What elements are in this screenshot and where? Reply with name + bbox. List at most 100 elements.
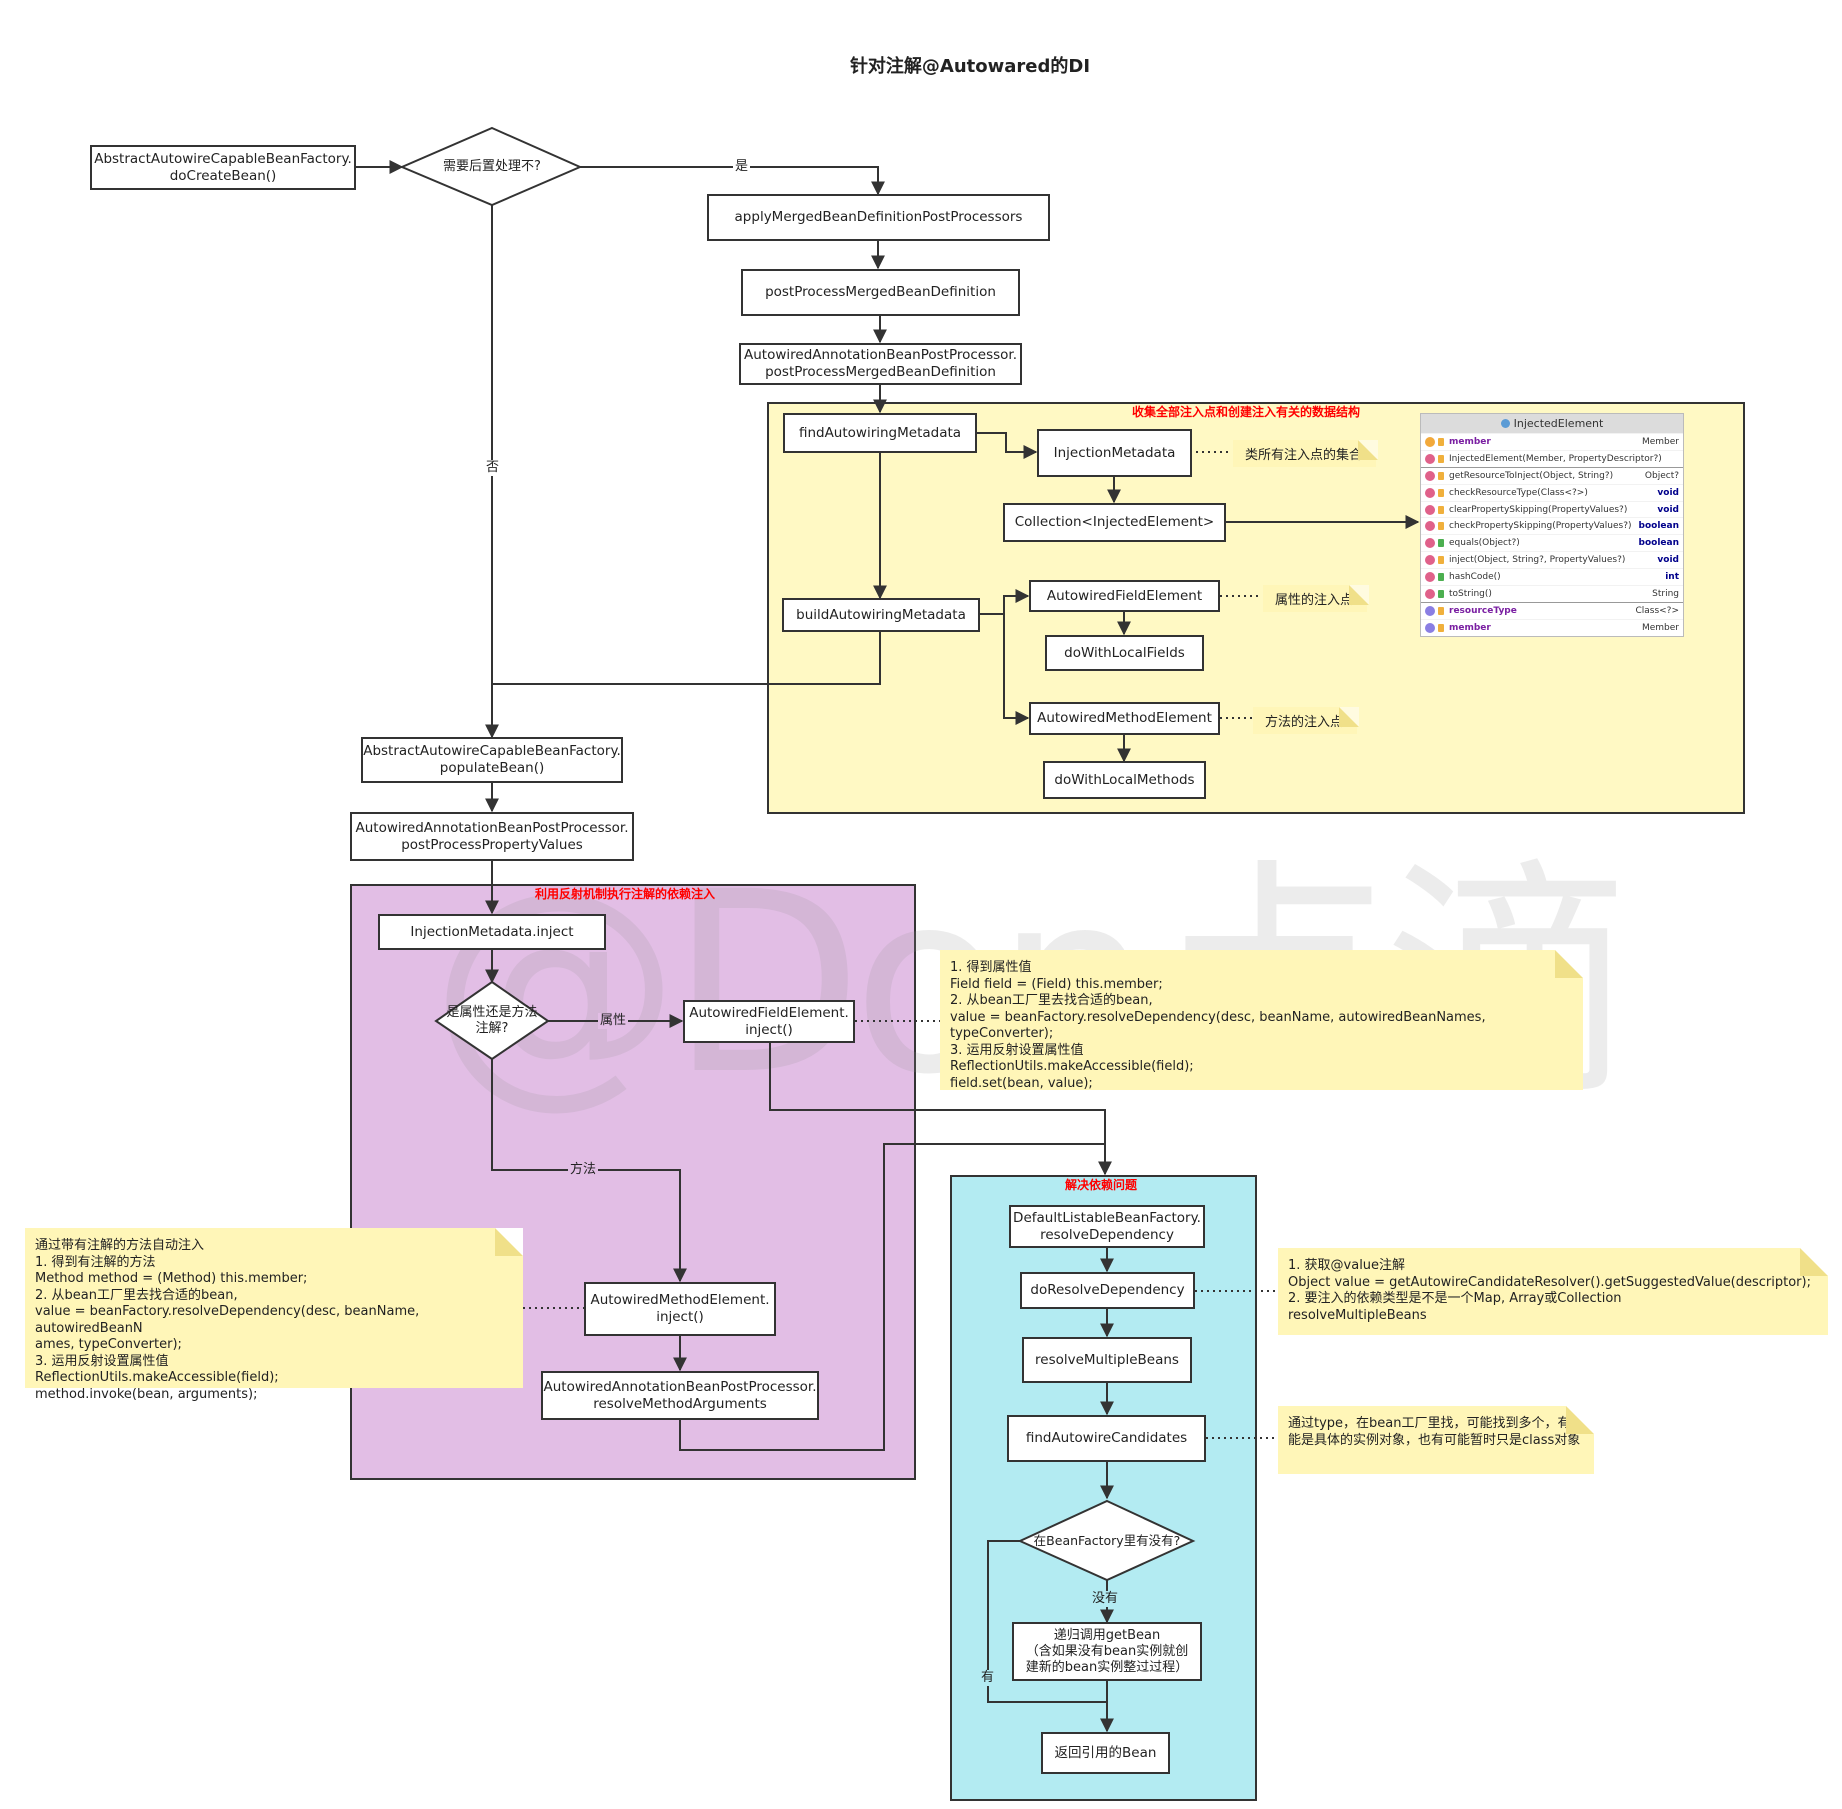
node-aabpp-property: AutowiredAnnotationBeanPostProcessor. po… <box>350 812 634 861</box>
node-collection: Collection<InjectedElement> <box>1003 503 1226 542</box>
class-member-name: member <box>1449 622 1491 633</box>
class-member-name: getResourceToInject(Object, String?) <box>1449 470 1614 481</box>
class-member-type: String <box>1652 588 1679 599</box>
class-panel-row: inject(Object, String?, PropertyValues?)… <box>1421 551 1683 568</box>
method-icon <box>1425 572 1435 583</box>
edge-find-to-metadata <box>977 432 1038 459</box>
class-panel-row: checkResourceType(Class<?>)void <box>1421 483 1683 501</box>
edge-args-to-resolve <box>679 1143 1105 1451</box>
decision-need-post: 需要后置处理不? <box>443 159 541 174</box>
property-icon <box>1425 622 1435 633</box>
visibility-icon <box>1438 589 1444 598</box>
visibility-icon <box>1438 437 1444 446</box>
class-member-type: void <box>1657 487 1679 498</box>
class-panel-row: InjectedElement(Member, PropertyDescript… <box>1421 449 1683 467</box>
node-injection-metadata: InjectionMetadata <box>1037 429 1192 477</box>
edge-build-to-populate <box>492 630 881 685</box>
decision-in-factory: 在BeanFactory里有没有? <box>1033 1533 1181 1548</box>
class-panel-row: equals(Object?) boolean <box>1421 534 1683 551</box>
node-inject: InjectionMetadata.inject <box>378 914 606 950</box>
node-method-inject: AutowiredMethodElement. inject() <box>584 1282 776 1336</box>
node-build-autowiring: buildAutowiringMetadata <box>782 598 980 632</box>
class-member-type: Member <box>1641 622 1679 633</box>
class-member-type: boolean <box>1638 521 1679 532</box>
visibility-icon <box>1438 573 1444 582</box>
note-do-resolve: 1. 获取@value注解 Object value = getAutowire… <box>1278 1248 1828 1335</box>
node-resolve-args: AutowiredAnnotationBeanPostProcessor. re… <box>541 1371 819 1420</box>
visibility-icon <box>1438 505 1444 514</box>
method-icon <box>1425 521 1435 532</box>
class-panel-row: hashCode()int <box>1421 568 1683 585</box>
node-resolve-dependency: DefaultListableBeanFactory. resolveDepen… <box>1009 1205 1205 1248</box>
class-member-name: toString() <box>1449 588 1492 599</box>
decision-in-factory-shape <box>1017 1499 1196 1582</box>
note-field-point: 属性的注入点 <box>1263 585 1370 612</box>
note-method-point: 方法的注入点 <box>1253 707 1360 734</box>
class-panel-row: clearPropertySkipping(PropertyValues?) vo… <box>1421 500 1683 518</box>
class-member-type: Class<?> <box>1635 605 1679 616</box>
node-autowired-field: AutowiredFieldElement <box>1029 580 1220 612</box>
class-member-type: void <box>1657 504 1679 515</box>
edge-label-no: 否 <box>484 460 502 476</box>
method-icon <box>1425 555 1435 566</box>
method-icon <box>1425 588 1435 599</box>
class-member-name: equals(Object?) <box>1449 538 1520 549</box>
node-do-create-bean: AbstractAutowireCapableBeanFactory. doCr… <box>90 145 356 190</box>
node-aabpp-merged: AutowiredAnnotationBeanPostProcessor. po… <box>739 343 1022 385</box>
node-post-process-merged: postProcessMergedBeanDefinition <box>741 269 1020 316</box>
node-autowired-method: AutowiredMethodElement <box>1029 702 1220 735</box>
edge-label-field: 属性 <box>598 1013 629 1029</box>
note-find-candidates: 通过type，在bean工厂里找，可能找到多个，有可 能是具体的实例对象，也有可… <box>1278 1406 1594 1474</box>
visibility-icon <box>1438 556 1444 565</box>
group-collect-title: 收集全部注入点和创建注入有关的数据结构 <box>1132 405 1361 419</box>
node-apply-merged: applyMergedBeanDefinitionPostProcessors <box>707 194 1050 241</box>
edge-fieldinject-to-resolve <box>769 1043 1112 1176</box>
edge-build-to-field <box>980 589 1030 615</box>
node-do-resolve: doResolveDependency <box>1020 1272 1195 1309</box>
class-member-type: boolean <box>1638 538 1679 549</box>
edge-label-not-have: 没有 <box>1090 1591 1121 1607</box>
class-member-type: int <box>1665 572 1679 583</box>
note-injection-metadata: 类所有注入点的集合 <box>1233 440 1379 467</box>
class-member-type: void <box>1657 555 1679 566</box>
class-member-name: member <box>1449 436 1491 447</box>
class-panel-title: InjectedElement <box>1421 414 1683 433</box>
visibility-icon <box>1438 539 1444 548</box>
class-panel-title-text: InjectedElement <box>1513 417 1604 430</box>
decision-field-or-method: 是属性还是方法 注解? <box>446 1005 538 1036</box>
class-panel-row: member Member <box>1421 618 1683 636</box>
visibility-icon <box>1438 488 1444 497</box>
visibility-icon <box>1438 623 1444 632</box>
method-icon <box>1425 453 1435 464</box>
method-icon <box>1425 470 1435 481</box>
visibility-icon <box>1438 471 1444 480</box>
node-field-inject: AutowiredFieldElement. inject() <box>683 1000 855 1043</box>
decision-field-or-method-shape <box>434 980 550 1061</box>
class-member-name: clearPropertySkipping(PropertyValues?) <box>1449 504 1628 515</box>
group-reflect-title: 利用反射机制执行注解的依赖注入 <box>535 887 716 901</box>
node-return-bean: 返回引用的Bean <box>1041 1732 1170 1774</box>
class-member-name: inject(Object, String?, PropertyValues?) <box>1449 555 1626 566</box>
visibility-icon <box>1438 606 1444 615</box>
edge-decision-yes <box>580 166 885 196</box>
edge-label-method: 方法 <box>568 1162 599 1178</box>
method-icon <box>1425 487 1435 498</box>
node-find-autowiring: findAutowiringMetadata <box>783 413 977 453</box>
class-panel-row: toString() String <box>1421 585 1683 602</box>
edge-decision-have <box>987 1540 1107 1703</box>
edge-label-yes: 是 <box>733 159 751 175</box>
note-field-inject: 1. 得到属性值 Field field = (Field) this.memb… <box>940 950 1583 1091</box>
diagram-title: 针对注解@Autowared的DI <box>849 56 1091 77</box>
method-icon <box>1425 538 1435 549</box>
node-resolve-multiple: resolveMultipleBeans <box>1022 1337 1192 1383</box>
class-member-type: Object? <box>1644 470 1679 481</box>
property-icon <box>1425 605 1435 616</box>
group-resolve-title: 解决依赖问题 <box>1065 1178 1138 1192</box>
note-method-inject: 通过带有注解的方法自动注入 1. 得到有注解的方法 Method method … <box>25 1228 523 1402</box>
node-populate-bean: AbstractAutowireCapableBeanFactory. popu… <box>361 737 623 783</box>
